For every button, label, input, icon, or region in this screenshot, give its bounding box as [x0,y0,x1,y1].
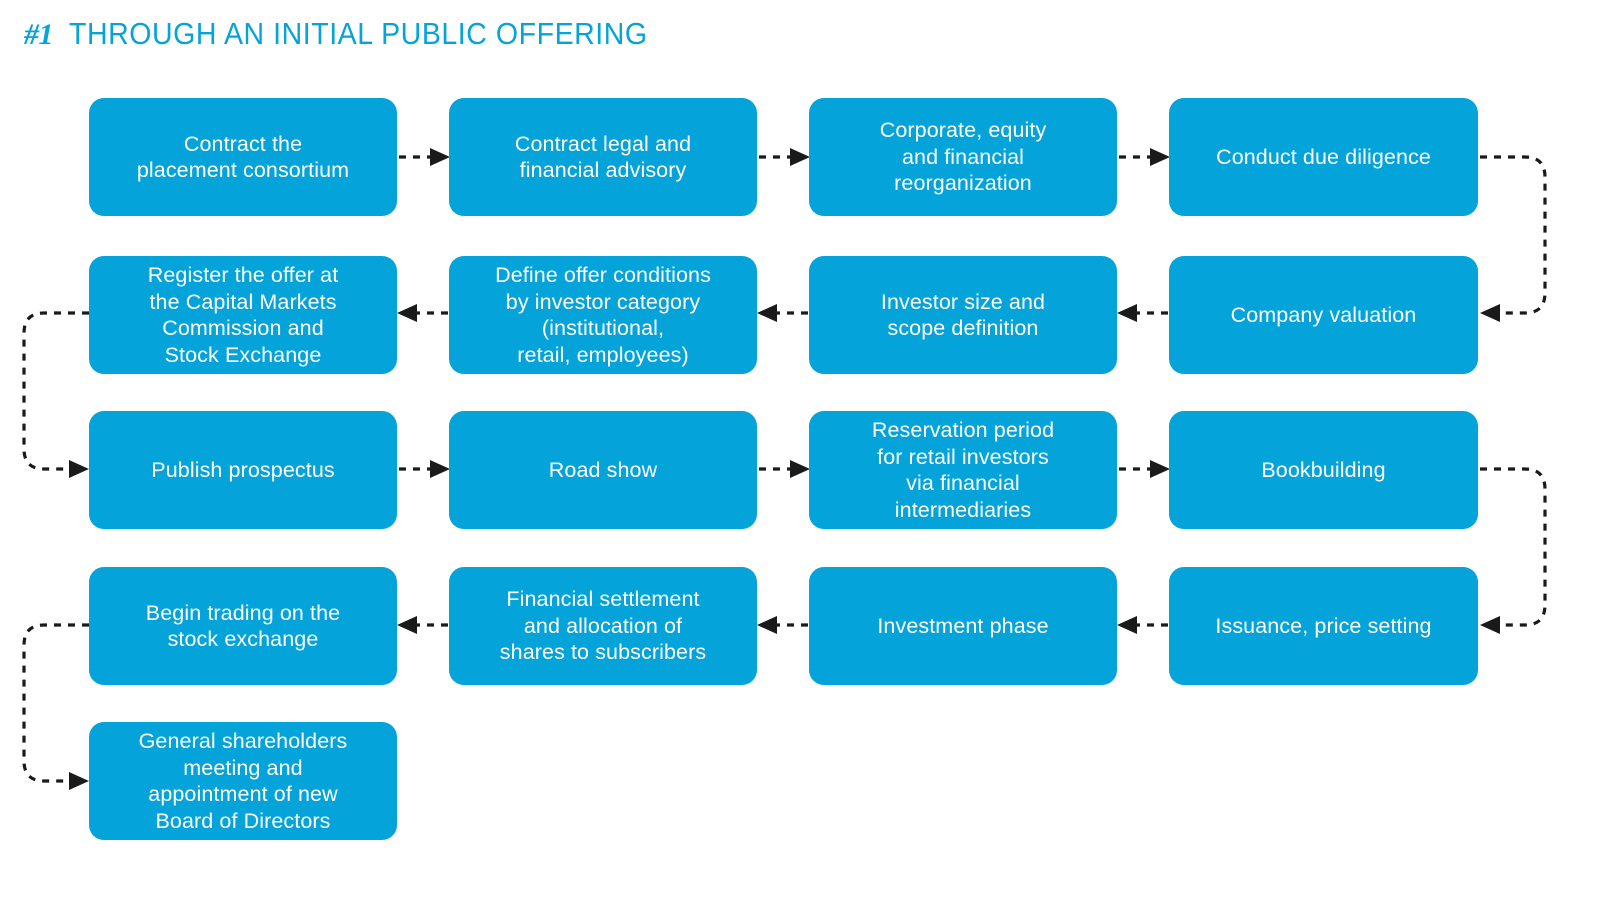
flow-node-2-label: Contract legal and financial advisory [514,131,692,183]
flow-node-8-label: Register the offer at the Capital Market… [147,263,339,367]
arrow-step15-to-step16 [397,616,448,634]
arrow-step14-to-step15 [757,616,808,634]
flow-node-17-label: General shareholders meeting and appoint… [138,729,348,833]
arrow-step5-to-step6 [1117,304,1168,322]
arrow-step1-to-step2 [399,148,450,166]
flow-node-1-label: Contract the placement consortium [136,131,350,183]
arrow-step2-to-step3 [759,148,810,166]
arrow-step6-to-step7 [757,304,808,322]
flow-node-11[interactable]: Reservation period for retail investors … [809,411,1117,529]
page-title: #1 THROUGH AN INITIAL PUBLIC OFFERING [24,18,698,62]
flow-node-6[interactable]: Investor size and scope definition [809,256,1117,374]
flow-node-16-label: Begin trading on the stock exchange [145,600,341,652]
flow-node-2[interactable]: Contract legal and financial advisory [449,98,757,216]
arrow-step4-to-step5 [1480,155,1547,322]
flow-node-5-label: Company valuation [1230,302,1417,327]
flow-node-10[interactable]: Road show [449,411,757,529]
title-number: #1 [24,18,54,51]
flow-node-16[interactable]: Begin trading on the stock exchange [89,567,397,685]
flow-node-1[interactable]: Contract the placement consortium [89,98,397,216]
flow-node-4[interactable]: Conduct due diligence [1169,98,1478,216]
flow-node-12-label: Bookbuilding [1261,457,1386,482]
flow-node-8[interactable]: Register the offer at the Capital Market… [89,256,397,374]
flow-node-14-label: Investment phase [877,613,1049,638]
flow-node-3-label: Corporate, equity and financial reorgani… [879,118,1047,196]
arrow-step3-to-step4 [1119,148,1170,166]
flow-node-6-label: Investor size and scope definition [880,289,1046,341]
arrow-step12-to-step13 [1480,467,1547,634]
arrow-step16-to-step17 [22,623,89,790]
arrow-step8-to-step9 [22,311,89,478]
flow-node-13-label: Issuance, price setting [1215,613,1432,638]
flow-node-15[interactable]: Financial settlement and allocation of s… [449,567,757,685]
title-text: THROUGH AN INITIAL PUBLIC OFFERING [69,16,648,51]
arrow-step10-to-step11 [759,460,810,478]
arrow-step13-to-step14 [1117,616,1168,634]
flow-node-10-label: Road show [548,457,658,482]
flow-node-7-label: Define offer conditions by investor cate… [495,263,711,367]
flow-node-12[interactable]: Bookbuilding [1169,411,1478,529]
flow-node-14[interactable]: Investment phase [809,567,1117,685]
flow-node-15-label: Financial settlement and allocation of s… [499,587,707,665]
flow-node-17[interactable]: General shareholders meeting and appoint… [89,722,397,840]
arrow-step11-to-step12 [1119,460,1170,478]
flow-node-5[interactable]: Company valuation [1169,256,1478,374]
flow-node-9[interactable]: Publish prospectus [89,411,397,529]
flow-node-13[interactable]: Issuance, price setting [1169,567,1478,685]
flow-node-11-label: Reservation period for retail investors … [871,418,1055,522]
flow-node-3[interactable]: Corporate, equity and financial reorgani… [809,98,1117,216]
flow-node-7[interactable]: Define offer conditions by investor cate… [449,256,757,374]
flow-node-9-label: Publish prospectus [151,457,335,482]
arrow-step9-to-step10 [399,460,450,478]
flow-node-4-label: Conduct due diligence [1216,144,1431,169]
arrow-step7-to-step8 [397,304,448,322]
